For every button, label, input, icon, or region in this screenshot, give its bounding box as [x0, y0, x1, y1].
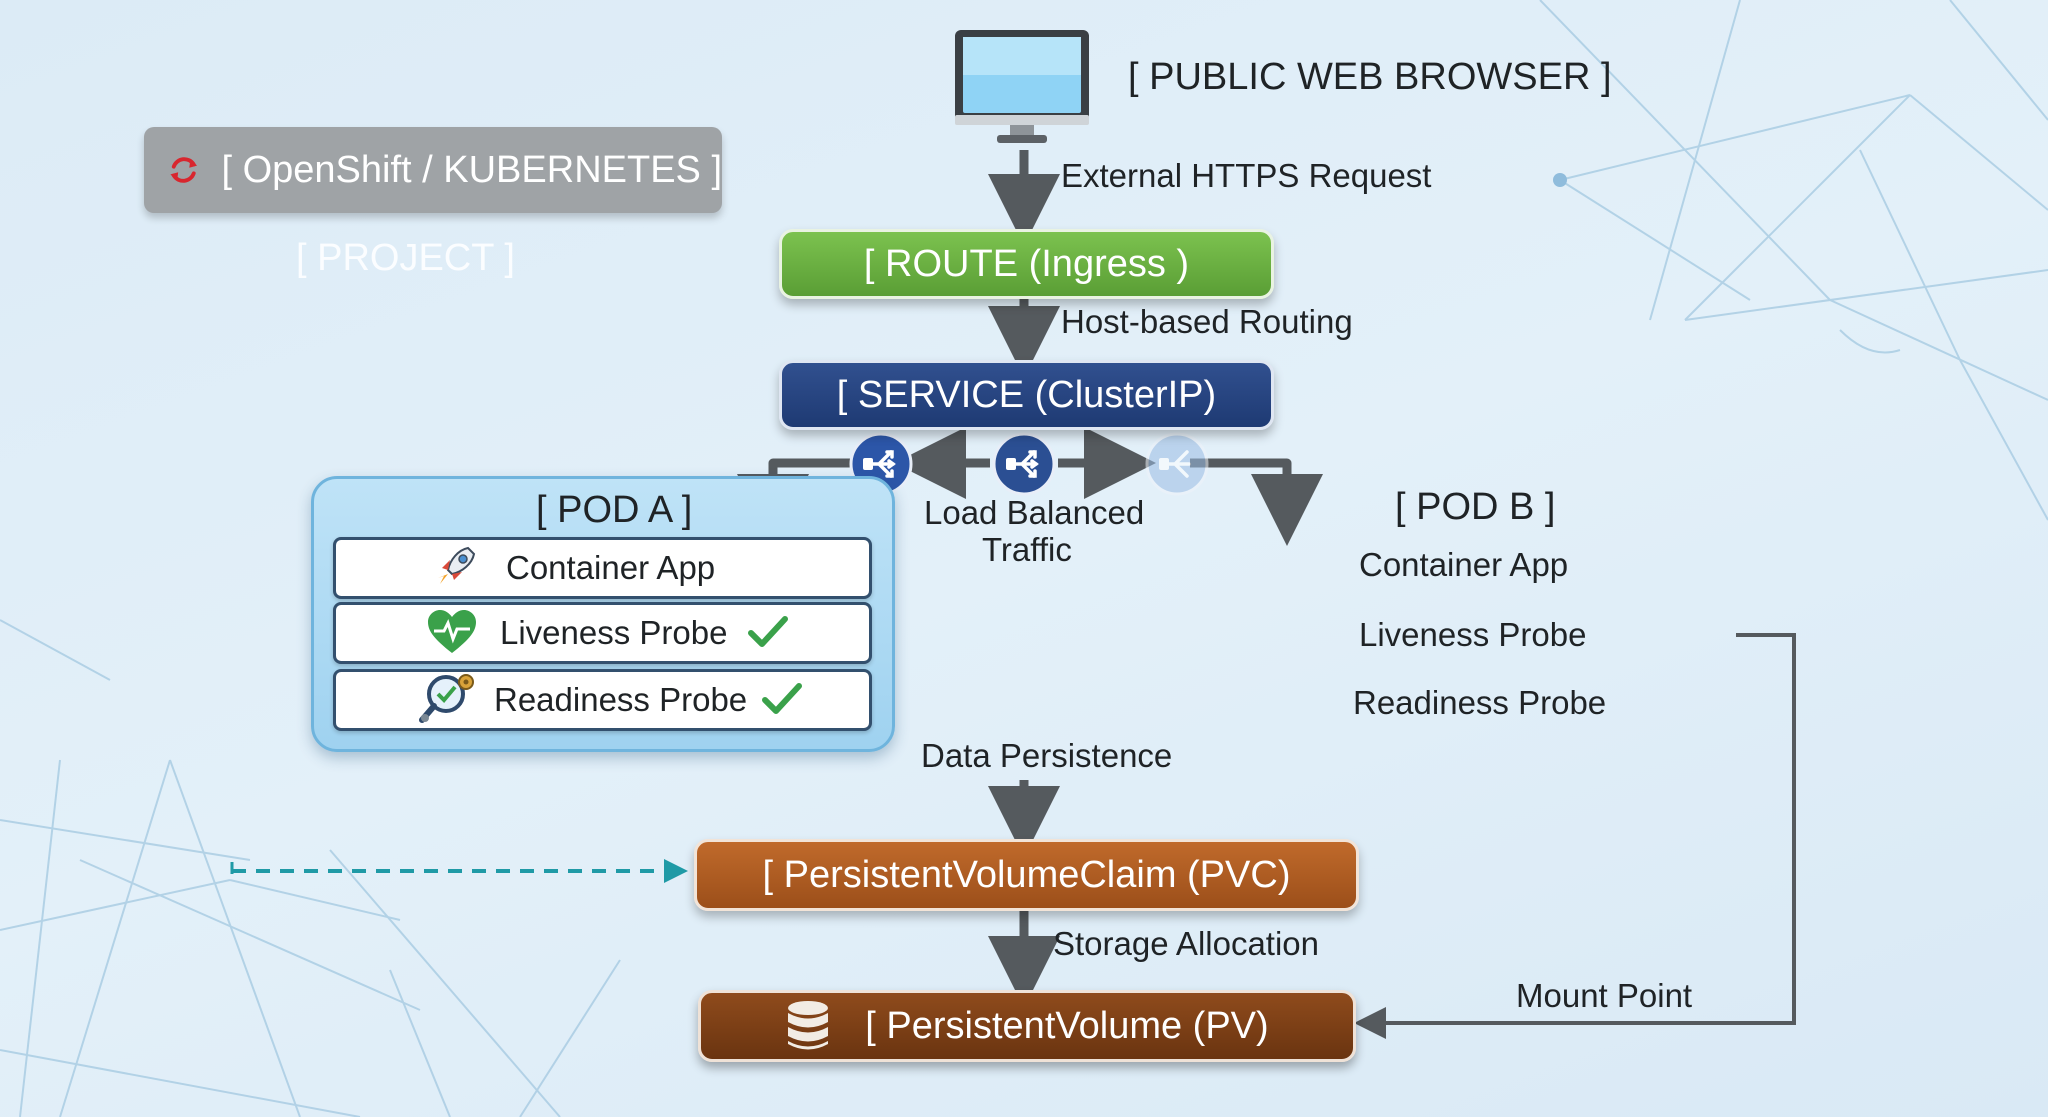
browser-label: [ PUBLIC WEB BROWSER ] — [1128, 56, 1612, 98]
service-node: [ SERVICE (ClusterIP) — [779, 360, 1274, 430]
edge-label-external-https: External HTTPS Request — [1061, 157, 1432, 194]
pod-b-row-container-app: Container App — [1359, 546, 1569, 583]
arrow-mount-point — [1354, 633, 1796, 1039]
pv-label: [ PersistentVolume (PV) — [865, 1004, 1269, 1047]
pvc-node: [ PersistentVolumeClaim (PVC) — [694, 839, 1359, 911]
edge-label-traffic: Traffic — [982, 531, 1072, 568]
pod-a-row-label: Readiness Probe — [494, 681, 748, 718]
arrow-service-pod-b — [1190, 458, 1323, 546]
heart-pulse-icon — [428, 610, 476, 653]
edge-label-load-balanced: Load Balanced — [924, 494, 1145, 531]
pv-node: [ PersistentVolume (PV) — [698, 990, 1356, 1062]
platform-badge: [ OpenShift / KUBERNETES ] — [144, 127, 722, 213]
edge-label-storage-allocation: Storage Allocation — [1053, 925, 1320, 962]
edge-label-mount-point: Mount Point — [1516, 977, 1693, 1014]
pod-a-row-container-app: Container App — [333, 537, 872, 599]
route-node: [ ROUTE (Ingress ) — [779, 229, 1274, 299]
pod-a-row-label: Liveness Probe — [500, 614, 728, 651]
pod-a-container: [ POD A ] Container App Liveness Probe — [311, 476, 895, 752]
openshift-logo-icon — [170, 157, 198, 183]
pod-a-title: [ POD A ] — [536, 489, 693, 531]
edge-label-host-routing: Host-based Routing — [1061, 303, 1353, 340]
database-icon — [788, 1001, 829, 1050]
pvc-label: [ PersistentVolumeClaim (PVC) — [762, 853, 1291, 896]
project-label: [ PROJECT ] — [296, 237, 515, 279]
check-icon — [762, 683, 802, 714]
platform-label: [ OpenShift / KUBERNETES ] — [221, 148, 722, 191]
edge-label-data-persistence: Data Persistence — [921, 737, 1173, 774]
load-balancer-icon — [1145, 432, 1209, 496]
pod-a-row-readiness: Readiness Probe — [333, 669, 872, 731]
check-icon — [748, 616, 788, 647]
pod-b-row-readiness: Readiness Probe — [1353, 684, 1607, 721]
pod-b-title: [ POD B ] — [1395, 486, 1556, 528]
pod-a-row-liveness: Liveness Probe — [333, 602, 872, 664]
load-balancer-icon — [992, 432, 1056, 496]
monitor-icon — [955, 30, 1089, 143]
magnifier-check-icon — [419, 674, 474, 723]
pod-b-row-liveness: Liveness Probe — [1359, 616, 1587, 653]
route-label: [ ROUTE (Ingress ) — [863, 242, 1190, 285]
service-label: [ SERVICE (ClusterIP) — [836, 373, 1217, 416]
rocket-icon — [438, 546, 476, 584]
pod-a-row-label: Container App — [506, 549, 716, 586]
